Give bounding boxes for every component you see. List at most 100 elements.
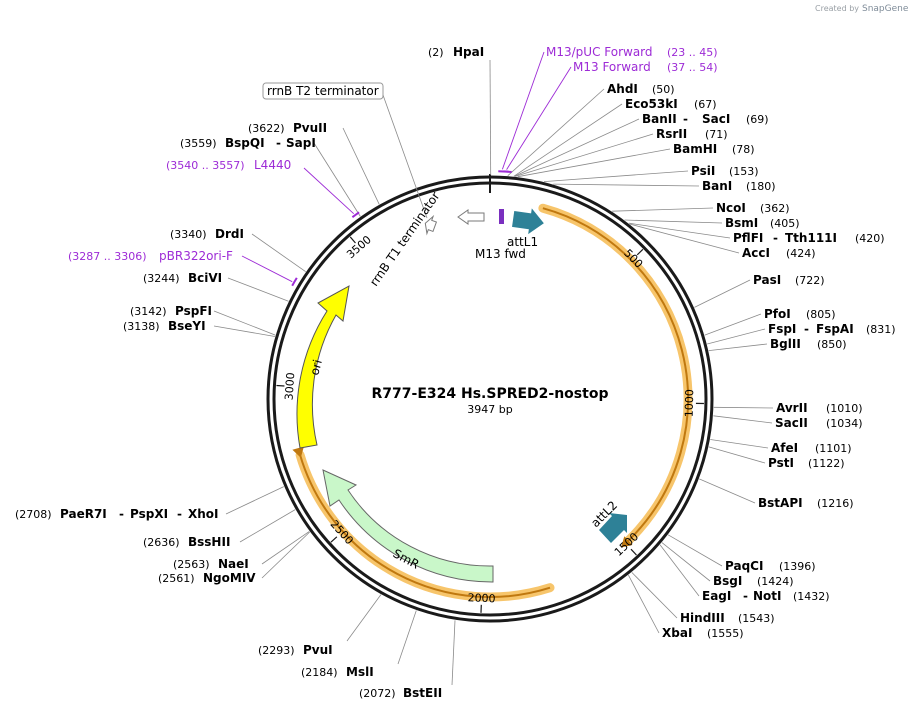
site-name-noti[interactable]: NotI bbox=[753, 589, 782, 603]
site-name-banii[interactable]: BanII bbox=[642, 112, 677, 126]
site-name-hpai[interactable]: HpaI bbox=[453, 45, 484, 59]
site-name-bamhi[interactable]: BamHI bbox=[673, 142, 717, 156]
site-name-xhoi[interactable]: XhoI bbox=[188, 507, 219, 521]
site-sep-pflfi: - bbox=[773, 231, 778, 245]
primer-name-pbr322orif[interactable]: pBR322ori-F bbox=[159, 249, 233, 263]
site-name-bglii[interactable]: BglII bbox=[770, 337, 801, 351]
site-pos-xbai: (1555) bbox=[707, 627, 744, 640]
site-pos-pfoi: (805) bbox=[806, 308, 836, 321]
site-name-drdi[interactable]: DrdI bbox=[215, 227, 244, 241]
site-pos-bspqi: (3559) bbox=[180, 137, 217, 150]
site-name-naei[interactable]: NaeI bbox=[218, 557, 249, 571]
site-name-xbai[interactable]: XbaI bbox=[662, 626, 692, 640]
site-leader-line bbox=[612, 207, 714, 212]
smr-orange-arc bbox=[299, 454, 551, 598]
site-name-acci[interactable]: AccI bbox=[742, 246, 770, 260]
site-leader-line bbox=[342, 127, 380, 205]
site-leader-line bbox=[213, 310, 276, 336]
site-pos-bani: (180) bbox=[746, 180, 776, 193]
site-pos-bsgi: (1424) bbox=[757, 575, 794, 588]
primer-binding-mark[interactable] bbox=[291, 277, 298, 287]
site-pos-ngomiv: (2561) bbox=[158, 572, 195, 585]
primer-name-m13puc[interactable]: M13/pUC Forward bbox=[546, 45, 653, 59]
site-leader-line bbox=[667, 534, 723, 567]
site-name-tth111i[interactable]: Tth111I bbox=[785, 231, 837, 245]
site-name-sacii[interactable]: SacII bbox=[775, 416, 808, 430]
site-leader-line bbox=[507, 88, 605, 176]
ori-feature[interactable] bbox=[296, 285, 350, 449]
site-name-bseyi[interactable]: BseYI bbox=[168, 319, 206, 333]
site-pos-bseyi: (3138) bbox=[123, 320, 160, 333]
site-leader-line bbox=[515, 133, 654, 177]
attl2-feature[interactable] bbox=[599, 513, 627, 543]
site-name-ngomiv[interactable]: NgoMIV bbox=[203, 571, 256, 585]
orf-arc bbox=[542, 207, 689, 542]
site-name-eco53ki[interactable]: Eco53kI bbox=[625, 97, 678, 111]
rrnb-t2-label-text: rrnB T2 terminator bbox=[267, 84, 379, 98]
site-name-ncoi[interactable]: NcoI bbox=[716, 201, 746, 215]
tick-mark bbox=[276, 384, 285, 387]
site-name-pflfi[interactable]: PflFI bbox=[733, 231, 763, 245]
site-name-bspqi[interactable]: BspQI bbox=[225, 136, 265, 150]
site-name-pfoi[interactable]: PfoI bbox=[764, 307, 791, 321]
site-name-pspxi[interactable]: PspXI bbox=[130, 507, 168, 521]
m13-fwd-feature[interactable] bbox=[499, 209, 504, 224]
site-name-bsteii[interactable]: BstEII bbox=[403, 686, 442, 700]
site-sep-banii: - bbox=[683, 112, 688, 126]
site-name-bani[interactable]: BanI bbox=[702, 179, 732, 193]
site-name-bsmi[interactable]: BsmI bbox=[725, 216, 758, 230]
rrnb-t2-leader bbox=[382, 94, 428, 219]
site-pos-bsmi: (405) bbox=[770, 217, 800, 230]
site-name-psii[interactable]: PsiI bbox=[691, 164, 715, 178]
tick-label: 2000 bbox=[467, 591, 496, 605]
site-pos-paer7i: (2708) bbox=[15, 508, 52, 521]
site-name-msli[interactable]: MslI bbox=[346, 665, 374, 679]
site-name-pspfi[interactable]: PspFI bbox=[175, 304, 212, 318]
site-name-avrii[interactable]: AvrII bbox=[776, 401, 808, 415]
primer-binding-mark[interactable] bbox=[351, 211, 360, 218]
site-pos-pflfi: (420) bbox=[855, 232, 885, 245]
attl1-feature[interactable] bbox=[511, 206, 545, 236]
watermark-brand: SnapGene bbox=[862, 4, 909, 14]
site-leader-line bbox=[553, 183, 700, 187]
site-pos-naei: (2563) bbox=[173, 558, 210, 571]
site-pos-hindiii: (1543) bbox=[738, 612, 775, 625]
rrnb-t2-terminator-arrow[interactable] bbox=[422, 214, 438, 236]
rrnb-t1-label: rrnB T1 terminator bbox=[367, 189, 443, 289]
site-pos-bcivi: (3244) bbox=[143, 272, 180, 285]
site-name-pvui[interactable]: PvuI bbox=[303, 643, 333, 657]
site-pos-hpai: (2) bbox=[428, 46, 444, 59]
site-name-paer7i[interactable]: PaeR7I bbox=[60, 507, 107, 521]
site-name-bsshii[interactable]: BssHII bbox=[188, 535, 230, 549]
site-pos-psti: (1122) bbox=[808, 457, 845, 470]
site-name-bstapi[interactable]: BstAPI bbox=[758, 496, 803, 510]
site-name-afei[interactable]: AfeI bbox=[771, 441, 798, 455]
site-name-pasi[interactable]: PasI bbox=[753, 273, 781, 287]
smr-feature[interactable] bbox=[322, 469, 494, 583]
site-name-bsgi[interactable]: BsgI bbox=[713, 574, 742, 588]
site-name-rsrii[interactable]: RsrII bbox=[656, 127, 687, 141]
rrnb-t1-terminator-arrow[interactable] bbox=[457, 209, 485, 225]
site-name-bcivi[interactable]: BciVI bbox=[188, 271, 222, 285]
primer-binding-mark[interactable] bbox=[503, 170, 512, 173]
site-name-eagi[interactable]: EagI bbox=[702, 589, 731, 603]
site-name-paqci[interactable]: PaqCI bbox=[725, 559, 763, 573]
site-name-fspi[interactable]: FspI bbox=[768, 322, 796, 336]
site-leader-line bbox=[659, 544, 700, 597]
site-pos-ahdi: (50) bbox=[652, 83, 675, 96]
site-name-ahdi[interactable]: AhdI bbox=[607, 82, 638, 96]
site-name-psti[interactable]: PstI bbox=[768, 456, 794, 470]
primer-name-l4440[interactable]: L4440 bbox=[254, 158, 291, 172]
site-leader-line bbox=[713, 406, 774, 409]
site-name-sapi[interactable]: SapI bbox=[286, 136, 316, 150]
site-leader-line bbox=[213, 325, 275, 337]
site-name-fspai[interactable]: FspAI bbox=[816, 322, 854, 336]
site-name-hindiii[interactable]: HindIII bbox=[680, 611, 725, 625]
site-pos-bamhi: (78) bbox=[732, 143, 755, 156]
rrnb-t2-label[interactable]: rrnB T2 terminator bbox=[262, 82, 384, 100]
primer-name-m13fwd[interactable]: M13 Forward bbox=[573, 60, 651, 74]
site-name-pvuii[interactable]: PvuII bbox=[293, 121, 327, 135]
site-sep-paer7i-2: - bbox=[177, 507, 182, 521]
site-name-saci[interactable]: SacI bbox=[702, 112, 730, 126]
plasmid-length: 3947 bp bbox=[467, 403, 512, 416]
